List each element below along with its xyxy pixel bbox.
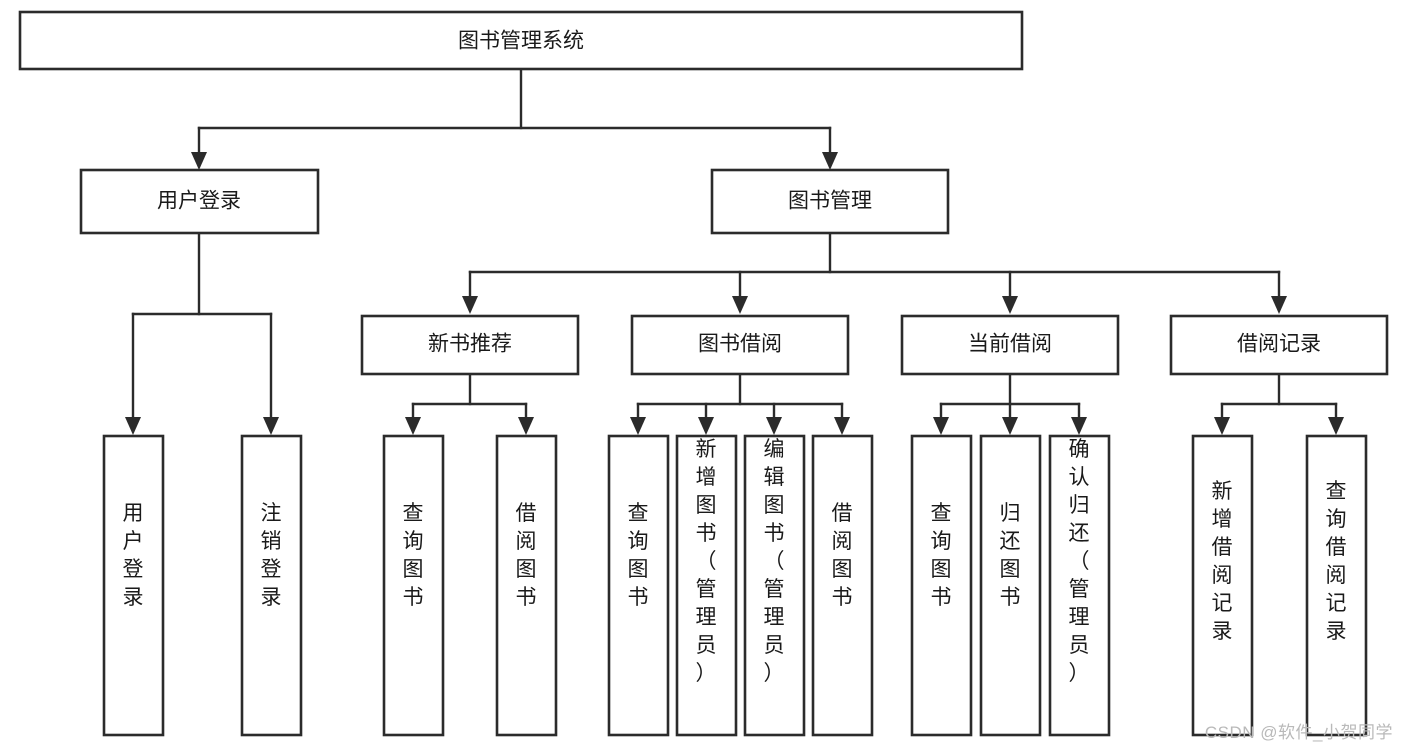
leaf-user-login-logout-label: 注销登录 [261, 502, 282, 609]
leaf-current-borrow-query-label: 查询图书 [931, 502, 952, 609]
node-user-login-label: 用户登录 [157, 190, 241, 213]
node-root-system[interactable]: 图书管理系统 [18, 10, 1024, 71]
arrow-book-borrow-leaf-3 [766, 417, 782, 435]
connector-group-user-login [125, 231, 279, 435]
node-book-borrow[interactable]: 图书借阅 [630, 314, 850, 376]
leaf-new-book-query-label: 查询图书 [403, 502, 424, 609]
arrow-book-borrow-leaf-1 [630, 417, 646, 435]
arrow-current-borrow-leaf-3 [1071, 417, 1087, 435]
arrow-user-login-leaf-1 [125, 417, 141, 435]
leaf-node[interactable]: 查询图书 [607, 434, 670, 737]
node-new-book-recommend-box[interactable] [360, 314, 580, 376]
leaf-book-borrow-add-box[interactable] [675, 434, 738, 737]
leaf-node[interactable]: 归还图书 [979, 434, 1042, 737]
arrow-book-mgmt-to-new-book [462, 296, 478, 314]
leaf-user-login-login-box[interactable] [102, 434, 165, 737]
node-borrow-record[interactable]: 借阅记录 [1169, 314, 1389, 376]
node-book-borrow-box[interactable] [630, 314, 850, 376]
arrow-new-book-leaf-1 [405, 417, 421, 435]
node-borrow-record-label: 借阅记录 [1237, 333, 1321, 356]
leaf-node[interactable]: 新增图书（管理员） [675, 434, 738, 737]
connector-group-current-borrow [933, 372, 1087, 435]
arrow-book-mgmt-to-current-borrow [1002, 296, 1018, 314]
node-current-borrow[interactable]: 当前借阅 [900, 314, 1120, 376]
leaf-node[interactable]: 查询借阅记录 [1305, 434, 1368, 737]
node-root-system-label: 图书管理系统 [458, 30, 584, 53]
node-borrow-record-box[interactable] [1169, 314, 1389, 376]
leaf-borrow-record-query-label: 查询借阅记录 [1326, 480, 1347, 643]
leaf-node[interactable]: 借阅图书 [811, 434, 874, 737]
leaf-borrow-record-add-label: 新增借阅记录 [1212, 480, 1233, 643]
leaf-book-borrow-borrow-box[interactable] [811, 434, 874, 737]
leaf-current-borrow-confirm-label: 确认归还（管理员） [1069, 438, 1090, 685]
arrow-book-mgmt-to-book-borrow [732, 296, 748, 314]
leaf-current-borrow-confirm-box[interactable] [1048, 434, 1111, 737]
arrow-borrow-record-leaf-1 [1214, 417, 1230, 435]
node-book-management[interactable]: 图书管理 [710, 168, 950, 235]
leaf-user-login-logout-box[interactable] [240, 434, 303, 737]
node-book-management-box[interactable] [710, 168, 950, 235]
leaf-new-book-borrow-box[interactable] [495, 434, 558, 737]
leaf-new-book-query-box[interactable] [382, 434, 445, 737]
arrow-current-borrow-leaf-1 [933, 417, 949, 435]
leaf-node[interactable]: 注销登录 [240, 434, 303, 737]
leaf-node[interactable]: 查询图书 [382, 434, 445, 737]
leaf-book-borrow-borrow-label: 借阅图书 [832, 502, 853, 609]
node-root-system-box[interactable] [18, 10, 1024, 71]
leaf-borrow-record-query-box[interactable] [1305, 434, 1368, 737]
leaf-node[interactable]: 确认归还（管理员） [1048, 434, 1111, 737]
leaf-new-book-borrow-label: 借阅图书 [516, 502, 537, 609]
connector-group-book-borrow [630, 372, 850, 435]
arrow-root-to-user-login [191, 152, 207, 170]
leaf-node[interactable]: 编辑图书（管理员） [743, 434, 806, 737]
node-current-borrow-label: 当前借阅 [968, 333, 1052, 356]
node-user-login[interactable]: 用户登录 [79, 168, 320, 235]
connector-group-root [191, 67, 838, 170]
arrow-current-borrow-leaf-2 [1002, 417, 1018, 435]
leaf-node[interactable]: 用户登录 [102, 434, 165, 737]
leaf-book-borrow-edit-box[interactable] [743, 434, 806, 737]
arrow-new-book-leaf-2 [518, 417, 534, 435]
leaf-node[interactable]: 新增借阅记录 [1191, 434, 1254, 737]
leaf-book-borrow-query-box[interactable] [607, 434, 670, 737]
leaf-borrow-record-add-box[interactable] [1191, 434, 1254, 737]
leaf-current-borrow-return-box[interactable] [979, 434, 1042, 737]
arrow-book-mgmt-to-borrow-record [1271, 296, 1287, 314]
node-book-borrow-label: 图书借阅 [698, 333, 782, 356]
leaf-book-borrow-add-label: 新增图书（管理员） [696, 438, 717, 685]
node-current-borrow-box[interactable] [900, 314, 1120, 376]
arrow-user-login-leaf-2 [263, 417, 279, 435]
leaf-book-borrow-edit-label: 编辑图书（管理员） [764, 438, 785, 685]
arrow-book-borrow-leaf-2 [698, 417, 714, 435]
leaf-node[interactable]: 查询图书 [910, 434, 973, 737]
connector-group-new-book-recommend [405, 372, 534, 435]
leaf-current-borrow-query-box[interactable] [910, 434, 973, 737]
node-user-login-box[interactable] [79, 168, 320, 235]
connector-group-book-mgmt [462, 231, 1287, 314]
leaf-user-login-login-label: 用户登录 [123, 502, 144, 609]
node-book-management-label: 图书管理 [788, 190, 872, 213]
leaf-node[interactable]: 借阅图书 [495, 434, 558, 737]
arrow-borrow-record-leaf-2 [1328, 417, 1344, 435]
leaf-current-borrow-return-label: 归还图书 [1000, 502, 1021, 609]
arrow-root-to-book-mgmt [822, 152, 838, 170]
leaf-book-borrow-query-label: 查询图书 [628, 502, 649, 609]
connector-group-borrow-record [1214, 372, 1344, 435]
node-new-book-recommend-label: 新书推荐 [428, 333, 512, 356]
arrow-book-borrow-leaf-4 [834, 417, 850, 435]
csdn-watermark: CSDN @软件_小贺同学 [1204, 723, 1393, 742]
node-new-book-recommend[interactable]: 新书推荐 [360, 314, 580, 376]
